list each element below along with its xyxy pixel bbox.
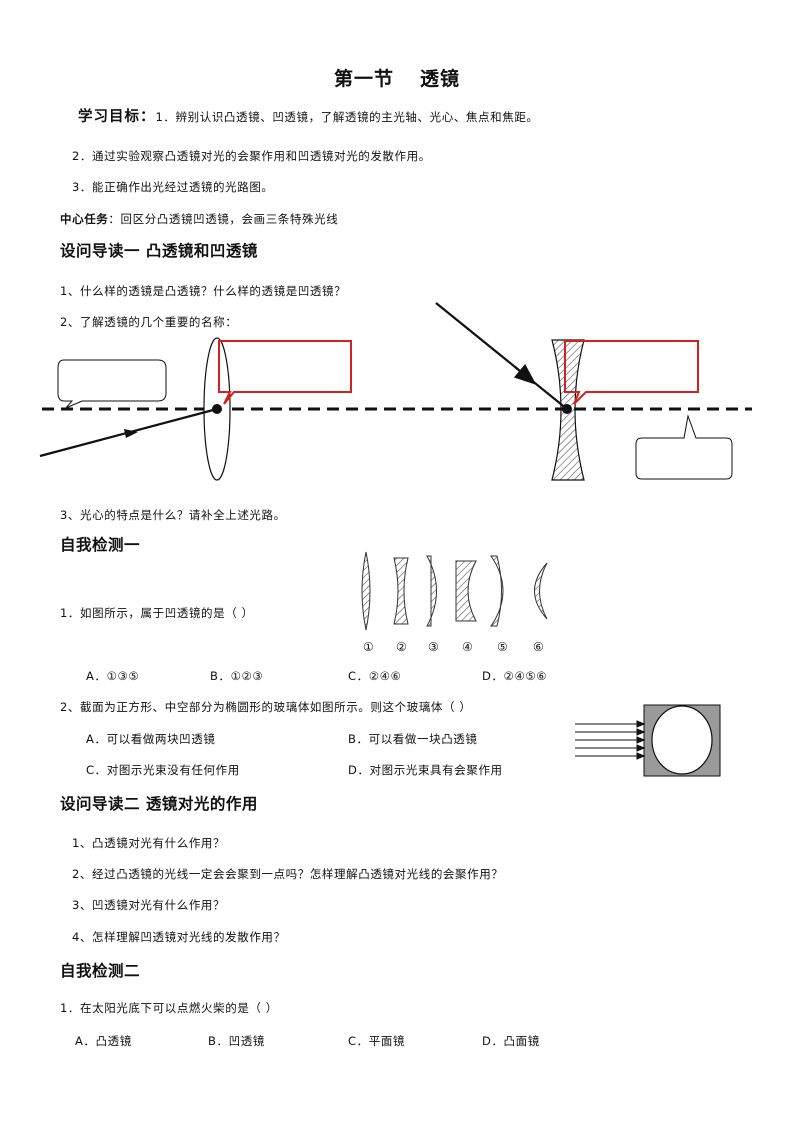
- section2-q3: 3、凹透镜对光有什么作用？: [72, 898, 226, 912]
- lens-6: [534, 562, 548, 620]
- check1-q2-option-c: C．对图示光束没有任何作用: [86, 763, 240, 777]
- hollow-ellipse: [651, 705, 713, 775]
- section1-q1: 1、什么样的透镜是凸透镜？什么样的透镜是凹透镜？: [60, 284, 347, 298]
- objectives-line1: 学习目标：1．辨别认识凸透镜、凹透镜，了解透镜的主光轴、光心、焦点和焦距。: [78, 109, 539, 125]
- ray-arrow-concave: [513, 363, 537, 385]
- lens-number-4: ④: [462, 640, 474, 654]
- check1-q1-option-d: D．②④⑤⑥: [482, 669, 548, 683]
- check2-q1-option-a: A．凸透镜: [75, 1034, 132, 1048]
- check2-q1-option-b: B．凹透镜: [208, 1034, 265, 1048]
- check2-q1: 1．在太阳光底下可以点燃火柴的是（ ）: [60, 1001, 278, 1015]
- section1-heading: 设问导读一 凸透镜和凹透镜: [60, 242, 258, 260]
- section2-q4: 4、怎样理解凹透镜对光线的发散作用？: [72, 930, 286, 944]
- central-task: 中心任务：回区分凸透镜凹透镜，会画三条特殊光线: [60, 212, 338, 226]
- section2-q1: 1、凸透镜对光有什么作用？: [72, 836, 226, 850]
- lens-2: [393, 557, 409, 625]
- central-task-text: ：回区分凸透镜凹透镜，会画三条特殊光线: [108, 212, 339, 226]
- check1-q1: 1．如图所示，属于凹透镜的是（ ）: [60, 606, 254, 620]
- title-section: 第一节: [333, 68, 394, 90]
- lens-number-2: ②: [396, 640, 408, 654]
- objective-1: 1．辨别认识凸透镜、凹透镜，了解透镜的主光轴、光心、焦点和焦距。: [155, 110, 539, 124]
- glass-block-figure: [575, 704, 721, 777]
- title-topic: 透镜: [420, 68, 461, 90]
- check2-heading: 自我检测二: [60, 962, 141, 980]
- section2-heading: 设问导读二 透镜对光的作用: [60, 795, 258, 813]
- lens-4: [455, 560, 477, 622]
- callout-red-convex: [218, 340, 352, 405]
- incident-ray-concave: [435, 302, 568, 410]
- section1-q3: 3、光心的特点是什么？请补全上述光路。: [60, 508, 286, 522]
- check1-q1-option-a: A．①③⑤: [86, 669, 140, 683]
- check1-q1-option-b: B．①②③: [210, 669, 264, 683]
- lens-number-5: ⑤: [497, 640, 509, 654]
- lens-number-6: ⑥: [533, 640, 545, 654]
- section2-q2: 2、经过凸透镜的光线一定会会聚到一点吗？怎样理解凸透镜对光线的会聚作用？: [72, 867, 504, 881]
- optical-center-convex: [212, 404, 222, 414]
- callout-left: [57, 359, 167, 409]
- check1-heading: 自我检测一: [60, 536, 141, 554]
- check1-q1-option-c: C．②④⑥: [348, 669, 402, 683]
- lens-number-3: ③: [428, 640, 440, 654]
- objective-3: 3．能正确作出光经过透镜的光路图。: [72, 180, 274, 194]
- lens-5: [490, 555, 504, 627]
- lens-number-1: ①: [363, 640, 375, 654]
- page-title: 第一节 透镜: [0, 64, 794, 91]
- lens-1: [361, 551, 371, 631]
- check1-q2: 2、截面为正方形、中空部分为椭圆形的玻璃体如图所示。则这个玻璃体（ ）: [60, 700, 472, 714]
- check1-q2-option-d: D．对图示光束具有会聚作用: [348, 763, 503, 777]
- light-beam: [575, 720, 646, 760]
- callout-red-concave: [564, 340, 699, 405]
- callout-right: [635, 414, 733, 480]
- objective-2: 2．通过实验观察凸透镜对光的会聚作用和凹透镜对光的发散作用。: [72, 149, 431, 163]
- check1-q2-option-a: A．可以看做两块凹透镜: [86, 732, 216, 746]
- check2-q1-option-c: C．平面镜: [348, 1034, 406, 1048]
- check2-q1-option-d: D．凸面镜: [482, 1034, 540, 1048]
- check1-q2-option-b: B．可以看做一块凸透镜: [348, 732, 478, 746]
- lens-3: [426, 555, 437, 627]
- section1-q2: 2、了解透镜的几个重要的名称：: [60, 315, 238, 329]
- optical-center-concave: [562, 404, 572, 414]
- objectives-label: 学习目标：: [78, 109, 156, 125]
- lens-set: [361, 551, 548, 631]
- central-task-label: 中心任务: [60, 212, 109, 226]
- ray-arrow-convex: [124, 429, 138, 438]
